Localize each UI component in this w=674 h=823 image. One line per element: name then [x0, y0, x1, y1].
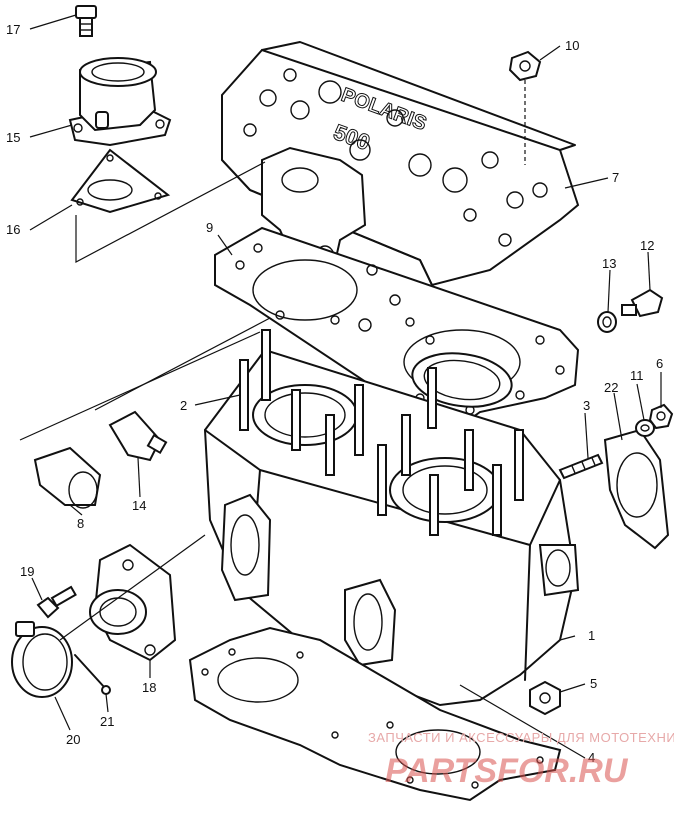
adaptor-bolt — [36, 585, 77, 619]
callout-10: 10 — [565, 38, 579, 53]
callout-12: 12 — [640, 238, 654, 253]
callout-5: 5 — [590, 676, 597, 691]
callout-8: 8 — [77, 516, 84, 531]
watermark-brand: PARTSFOR.RU — [385, 752, 629, 790]
callout-19: 19 — [20, 564, 34, 579]
callout-15: 15 — [6, 130, 20, 145]
switch-sensor — [108, 410, 168, 462]
callout-1: 1 — [588, 628, 595, 643]
callout-6: 6 — [656, 356, 663, 371]
base-nut — [529, 680, 561, 716]
temperature-sensor — [621, 288, 664, 318]
callout-14: 14 — [132, 498, 146, 513]
cylinder-studs — [239, 329, 524, 536]
sealing-washer — [597, 311, 617, 333]
callout-11: 11 — [630, 368, 644, 383]
exhaust-stud — [558, 453, 604, 480]
callout-4: 4 — [588, 750, 595, 765]
callout-numbers: 1 2 3 4 5 6 7 8 9 10 11 12 13 14 15 16 1… — [6, 22, 663, 765]
callout-17: 17 — [6, 22, 20, 37]
callout-22: 22 — [604, 380, 618, 395]
clamp-screw — [74, 654, 111, 695]
callout-leaders — [29, 14, 662, 759]
watermark-caption: ЗАПЧАСТИ И АКСЕССУАРЫ ДЛЯ МОТОТЕХНИКИ — [368, 730, 674, 745]
cover-nut — [508, 50, 542, 165]
callout-9: 9 — [206, 220, 213, 235]
intake-adaptor — [89, 543, 177, 662]
thermostat-gasket — [70, 148, 171, 214]
washer — [635, 419, 655, 437]
thermostat-housing — [68, 57, 172, 147]
base-gasket — [188, 626, 562, 802]
callout-20: 20 — [66, 732, 80, 747]
exhaust-gasket — [603, 428, 670, 550]
watermark: ЗАПЧАСТИ И АКСЕССУАРЫ ДЛЯ МОТОТЕХНИКИ PA… — [368, 730, 674, 790]
callout-2: 2 — [180, 398, 187, 413]
callout-21: 21 — [100, 714, 114, 729]
callout-16: 16 — [6, 222, 20, 237]
nut — [648, 403, 674, 430]
sleeve-insert — [33, 446, 102, 509]
callout-7: 7 — [612, 170, 619, 185]
thermostat-screw — [75, 5, 97, 37]
callout-18: 18 — [142, 680, 156, 695]
hose-clamp — [11, 621, 73, 698]
callout-3: 3 — [583, 398, 590, 413]
callout-13: 13 — [602, 256, 616, 271]
